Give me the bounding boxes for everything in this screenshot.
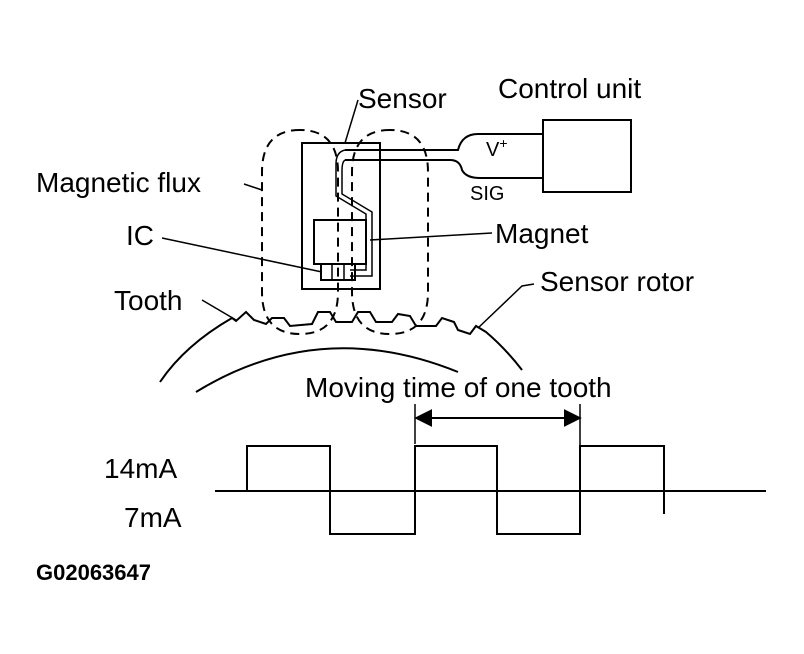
magnetic-flux-label: Magnetic flux (36, 167, 201, 198)
control-unit-label: Control unit (498, 73, 641, 104)
sensor-rotor-inner (195, 347, 459, 393)
control-unit-box (542, 119, 632, 193)
current-low-label: 7mA (124, 502, 182, 533)
sensor-leader (344, 99, 359, 144)
flux-loop-right (351, 128, 429, 336)
current-high-label: 14mA (104, 453, 177, 484)
internal-wire-1 (335, 149, 367, 271)
v-plus-label: V+ (486, 135, 508, 161)
magnet-leader (369, 232, 493, 241)
sensor-rotor-label: Sensor rotor (540, 266, 694, 297)
tooth-label: Tooth (114, 285, 183, 316)
ic-label: IC (126, 220, 154, 251)
internal-wire-2 (341, 159, 373, 277)
ic-leader (161, 237, 323, 273)
magnetic-flux-leader (243, 183, 263, 191)
figure-code: G02063647 (36, 560, 151, 585)
sensor-rotor-outer (159, 310, 523, 383)
magnet-block (313, 219, 367, 265)
moving-time-label: Moving time of one tooth (305, 372, 612, 403)
tooth-leader (201, 299, 237, 321)
flux-loop-left (261, 128, 339, 336)
connector-cable (345, 133, 543, 179)
current-waveform (246, 445, 665, 535)
sensor-rotor-leader (477, 283, 535, 329)
sig-label: SIG (470, 183, 504, 205)
sensor-housing (301, 142, 381, 290)
sensor-label: Sensor (358, 83, 447, 114)
magnet-label: Magnet (495, 218, 589, 249)
